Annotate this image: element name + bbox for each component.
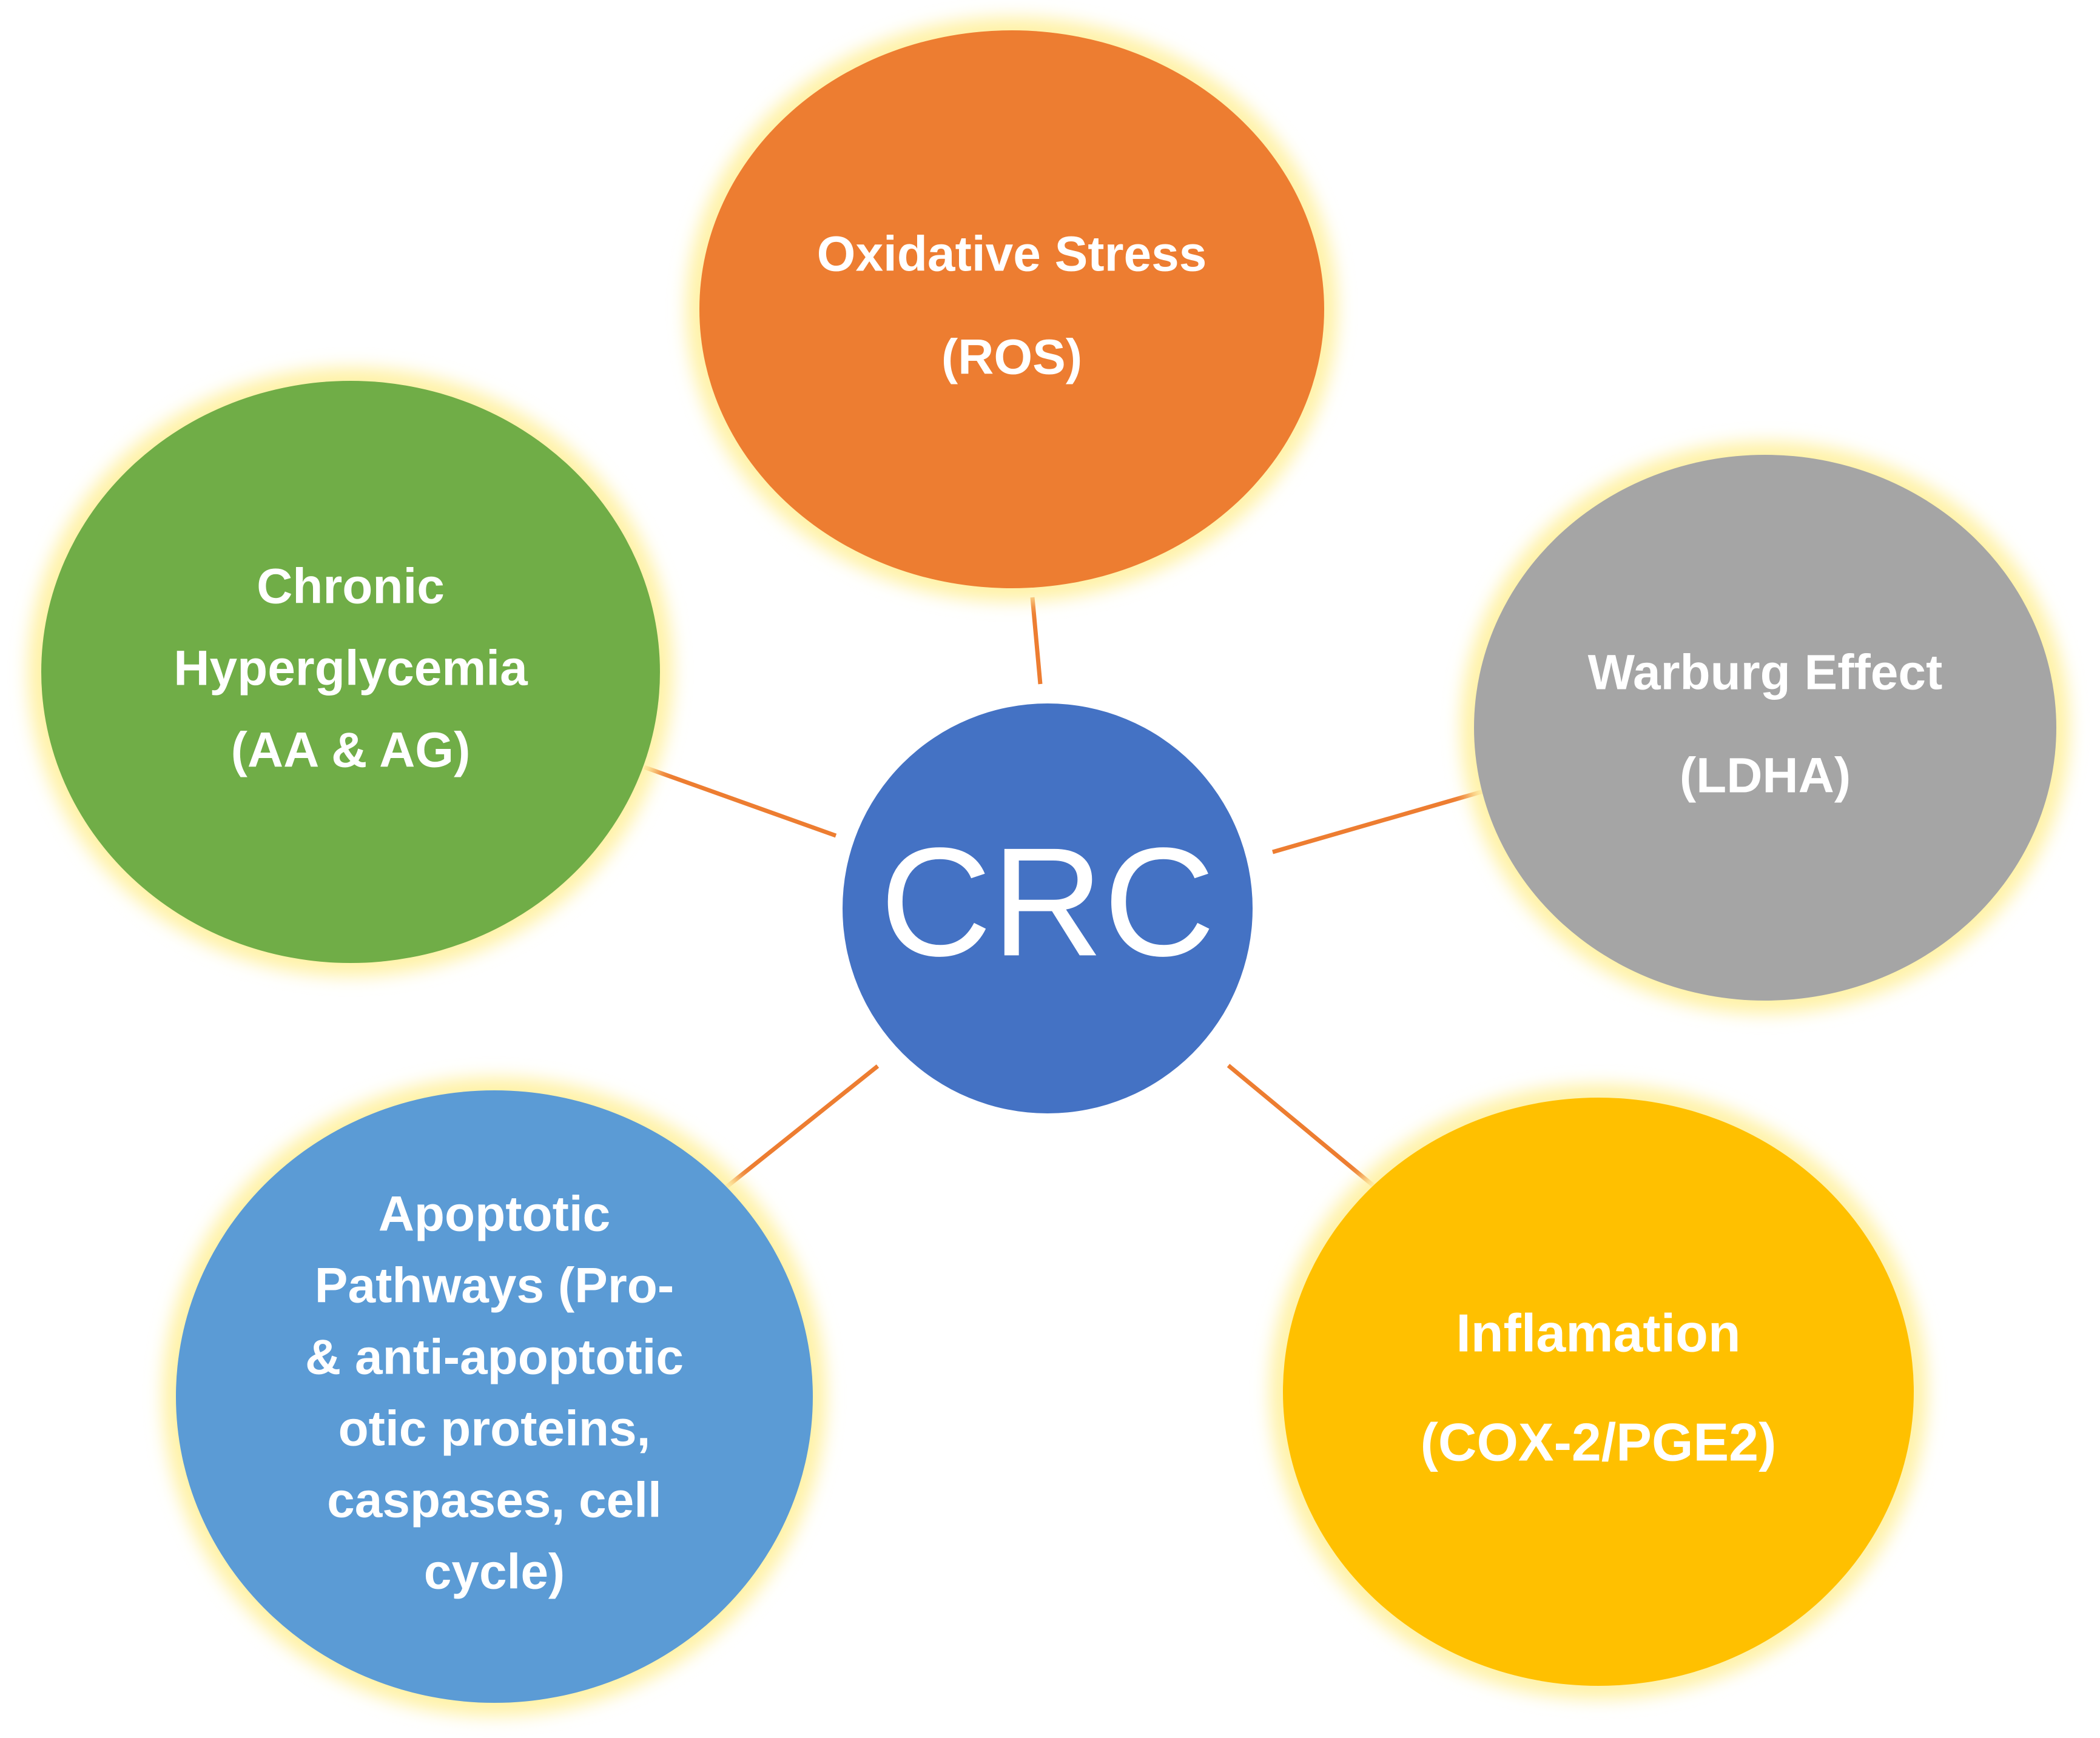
node-circle bbox=[41, 381, 660, 963]
node-label-line: (AA & AG) bbox=[231, 723, 471, 778]
node-label-line: Apoptotic bbox=[379, 1187, 611, 1242]
node-label-line: (COX-2/PGE2) bbox=[1421, 1412, 1777, 1472]
node-label-line: Pathways (Pro- bbox=[315, 1258, 674, 1314]
node-label-line: Inflamation bbox=[1456, 1303, 1740, 1363]
node-warburg-effect: Warburg Effect (LDHA) bbox=[1461, 441, 2070, 1014]
node-label-line: cycle) bbox=[424, 1545, 565, 1600]
node-label-line: (LDHA) bbox=[1680, 748, 1851, 804]
node-label-line: Oxidative Stress bbox=[817, 227, 1207, 282]
center-circle bbox=[843, 703, 1253, 1113]
connector-warburg-effect bbox=[1272, 788, 1488, 854]
node-label-line: & anti-apoptotic bbox=[305, 1330, 684, 1385]
node-circle bbox=[176, 1090, 813, 1703]
node-label-line: caspases, cell bbox=[327, 1473, 662, 1528]
node-label-line: Chronic bbox=[257, 559, 445, 614]
node-label-line: Hyperglycemia bbox=[173, 641, 528, 696]
connector-apoptotic-pathways bbox=[719, 1064, 880, 1193]
node-circle bbox=[699, 30, 1324, 588]
center-node: CRC bbox=[843, 703, 1253, 1113]
node-inflamation: Inflamation (COX-2/PGE2) bbox=[1270, 1084, 1927, 1699]
node-label-line: (ROS) bbox=[941, 330, 1082, 385]
node-circle bbox=[1283, 1098, 1914, 1686]
connector-inflamation bbox=[1227, 1064, 1379, 1190]
connector-chronic-hyperglycemia bbox=[643, 765, 837, 838]
connector-lines bbox=[643, 597, 1488, 1193]
node-oxidative-stress: Oxidative Stress (ROS) bbox=[686, 17, 1338, 602]
node-circle bbox=[1474, 455, 2056, 1001]
node-label-line: otic proteins, bbox=[338, 1401, 651, 1457]
outer-nodes: Oxidative Stress (ROS) Warburg Effect (LDHA… bbox=[28, 17, 2070, 1716]
connector-oxidative-stress bbox=[1030, 597, 1043, 685]
node-label-line: Warburg Effect bbox=[1588, 645, 1943, 700]
center-label: CRC bbox=[880, 816, 1215, 988]
